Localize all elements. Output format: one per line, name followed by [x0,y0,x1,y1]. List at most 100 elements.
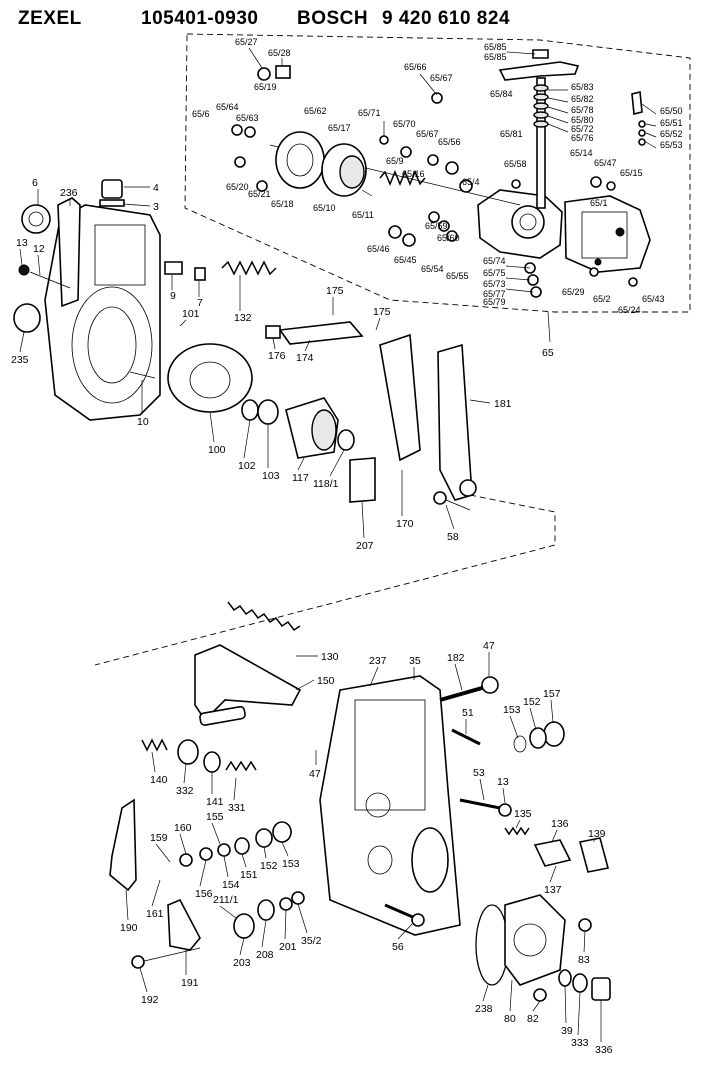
bosch-part-number: 9 420 610 824 [382,8,510,29]
callout-153a: 153 [503,704,521,716]
callout-65-53: 65/53 [660,140,683,150]
callout-82: 82 [527,1013,539,1025]
leader-lines-bottom [125,652,602,1042]
callout-56: 56 [392,941,404,953]
callout-4: 4 [153,182,159,194]
assembly-65-boundary [184,33,691,313]
callout-58: 58 [447,531,459,543]
callout-203: 203 [233,957,251,969]
callout-65-77: 65/77 [483,289,506,299]
callout-175a: 175 [326,285,344,297]
callout-35-2: 35/2 [301,935,322,947]
callout-65-82: 65/82 [571,94,594,104]
callout-65-58: 65/58 [504,159,527,169]
callout-65-50: 65/50 [660,106,683,116]
callout-65-24: 65/24 [618,305,641,315]
callout-236: 236 [60,187,78,199]
callout-12: 12 [33,243,45,255]
callout-65-54: 65/54 [421,264,444,274]
leader-lines-top [248,47,657,293]
callout-65-46: 65/46 [367,244,390,254]
callout-211-1: 211/1 [213,894,239,906]
callout-7: 7 [197,297,203,309]
callout-175b: 175 [373,306,391,318]
callout-237: 237 [369,655,387,667]
diagram-header: ZEXEL 105401-0930 BOSCH 9 420 610 824 [18,8,510,29]
callout-9: 9 [170,290,176,302]
callout-51: 51 [462,707,474,719]
callout-65-6: 65/6 [192,109,210,119]
callout-191: 191 [181,977,199,989]
callout-139: 139 [588,828,606,840]
callout-65-59: 65/59 [425,221,448,231]
callout-65-29: 65/29 [562,287,585,297]
callout-118-1: 118/1 [313,478,339,490]
callout-65-66: 65/66 [404,62,427,72]
callout-53: 53 [473,767,485,779]
callout-181: 181 [494,398,512,410]
callout-157: 157 [543,688,561,700]
callout-156: 156 [195,888,213,900]
callout-65-28: 65/28 [268,48,291,58]
callout-10: 10 [137,416,149,428]
callout-65-78: 65/78 [571,105,594,115]
callouts-assembly-65: 65/27 65/28 65/19 65/6 65/64 65/63 65/62… [192,37,683,359]
callout-65-70: 65/70 [393,119,416,129]
callout-65-62: 65/62 [304,106,327,116]
callout-65-11: 65/11 [352,210,374,220]
callout-117: 117 [292,472,309,484]
callout-65-27: 65/27 [235,37,258,47]
governor-lever-assembly [109,601,611,1002]
callout-65-9: 65/9 [386,156,404,166]
callout-151: 151 [240,869,258,881]
callout-65: 65 [542,347,554,359]
callout-154: 154 [222,879,240,891]
callout-336: 336 [595,1044,613,1056]
callout-65-18: 65/18 [271,199,294,209]
callout-39: 39 [561,1025,573,1037]
callout-65-16: 65/16 [402,169,425,179]
callout-65-43: 65/43 [642,294,665,304]
callout-65-85: 65/85 [484,42,507,52]
callout-174: 174 [296,352,314,364]
callout-235: 235 [11,354,29,366]
callout-65-84: 65/84 [490,89,513,99]
callout-132: 132 [234,312,252,324]
assembly-link-leader [94,494,556,666]
callout-65-55: 65/55 [446,271,469,281]
callout-65-51: 65/51 [660,118,683,128]
callout-65-2: 65/2 [593,294,611,304]
callout-6: 6 [32,177,38,189]
callout-65-67b: 65/67 [430,73,453,83]
callout-65-14: 65/14 [570,148,593,158]
callout-207: 207 [356,540,374,552]
callout-65-67: 65/67 [416,129,439,139]
zexel-part-number: 105401-0930 [141,8,259,29]
callout-331: 331 [228,802,246,814]
brand-name: BOSCH [297,8,368,29]
callout-137: 137 [544,884,562,896]
callout-208: 208 [256,949,274,961]
callout-65-47: 65/47 [594,158,617,168]
callout-150: 150 [317,675,335,687]
callout-65-71: 65/71 [358,108,381,118]
callout-83: 83 [578,954,590,966]
callout-47a: 47 [483,640,495,652]
callout-333: 333 [571,1037,589,1049]
callout-65-81: 65/81 [500,129,523,139]
callout-161: 161 [146,908,164,920]
callout-201: 201 [279,941,297,953]
callout-65-72: 65/72 [571,124,594,134]
callout-65-20: 65/20 [226,182,249,192]
callout-100: 100 [208,444,226,456]
callout-65-73: 65/73 [483,279,506,289]
callout-13: 13 [16,237,28,249]
callout-65-21: 65/21 [248,189,271,199]
callout-65-1: 65/1 [590,198,608,208]
callout-65-75: 65/75 [483,268,506,278]
callout-182: 182 [447,652,465,664]
assembly-65-leader [547,311,551,343]
callout-192: 192 [141,994,159,1006]
callout-65-52: 65/52 [660,129,683,139]
callout-3: 3 [153,201,159,213]
